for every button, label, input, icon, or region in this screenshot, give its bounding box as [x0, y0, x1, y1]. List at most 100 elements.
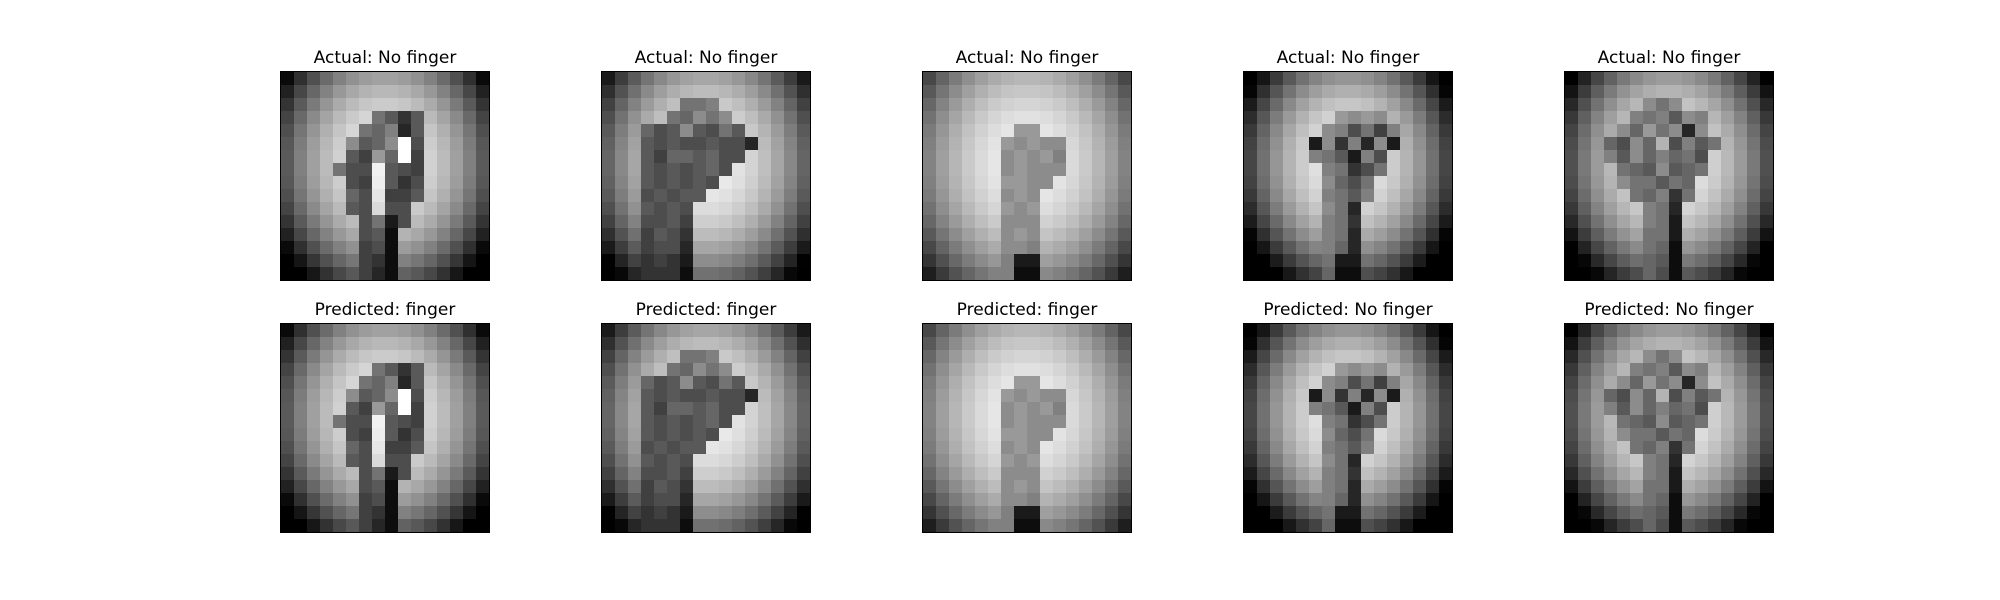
pixel-cell — [1244, 480, 1258, 494]
pixel-cell — [962, 241, 976, 255]
pixel-cell — [654, 376, 668, 390]
pixel-cell — [463, 202, 477, 216]
pixel-cell — [1669, 402, 1683, 416]
pixel-cell — [1040, 350, 1054, 364]
pixel-cell — [411, 228, 425, 242]
pixel-cell — [962, 189, 976, 203]
pixel-cell — [294, 163, 308, 177]
pixel-cell — [706, 254, 720, 268]
pixel-cell — [1348, 363, 1362, 377]
pixel-cell — [706, 150, 720, 164]
pixel-cell — [1413, 137, 1427, 151]
pixel-cell — [949, 493, 963, 507]
pixel-cell — [667, 337, 681, 351]
pixel-cell — [1721, 72, 1735, 86]
pixel-cell — [745, 441, 759, 455]
pixel-cell — [1092, 202, 1106, 216]
pixel-cell — [1001, 163, 1015, 177]
pixel-cell — [476, 137, 489, 151]
pixel-cell — [1591, 480, 1605, 494]
pixel-cell — [320, 363, 334, 377]
pixel-cell — [797, 402, 810, 416]
pixel-cell — [680, 350, 694, 364]
pixel-cell — [1014, 85, 1028, 99]
pixel-cell — [307, 389, 321, 403]
pixel-cell — [1066, 202, 1080, 216]
pixel-cell — [602, 150, 616, 164]
pixel-cell — [281, 428, 295, 442]
pixel-cell — [1656, 428, 1670, 442]
pixel-cell — [346, 415, 360, 429]
pixel-cell — [1426, 85, 1440, 99]
pixel-cell — [923, 215, 937, 229]
pixel-cell — [667, 402, 681, 416]
pixel-cell — [719, 350, 733, 364]
pixel-cell — [294, 215, 308, 229]
pixel-cell — [1400, 189, 1414, 203]
pixel-cell — [975, 267, 989, 280]
pixel-cell — [281, 376, 295, 390]
pixel-cell — [1578, 137, 1592, 151]
pixel-cell — [1361, 111, 1375, 125]
pixel-cell — [988, 150, 1002, 164]
pixel-cell — [1040, 189, 1054, 203]
pixel-cell — [1708, 493, 1722, 507]
pixel-cell — [615, 415, 629, 429]
pixel-cell — [628, 467, 642, 481]
pixel-cell — [706, 124, 720, 138]
pixel-cell — [988, 267, 1002, 280]
pixel-cell — [1439, 324, 1452, 338]
pixel-cell — [1643, 337, 1657, 351]
pixel-cell — [1309, 176, 1323, 190]
pixel-cell — [1309, 72, 1323, 86]
pixel-cell — [1053, 415, 1067, 429]
pixel-cell — [385, 189, 399, 203]
pixel-cell — [333, 402, 347, 416]
pixel-cell — [1092, 480, 1106, 494]
pixel-cell — [1682, 337, 1696, 351]
pixel-cell — [1027, 324, 1041, 338]
pixel-cell — [1400, 389, 1414, 403]
pixel-cell — [1283, 337, 1297, 351]
pixel-cell — [385, 389, 399, 403]
pixel-cell — [320, 428, 334, 442]
pixel-cell — [1669, 324, 1683, 338]
pixel-cell — [1322, 254, 1336, 268]
pixel-cell — [1565, 415, 1579, 429]
pixel-cell — [294, 454, 308, 468]
pixel-cell — [1747, 189, 1761, 203]
pixel-cell — [771, 350, 785, 364]
pixel-cell — [1001, 176, 1015, 190]
pixel-cell — [1656, 72, 1670, 86]
pixel-cell — [1270, 519, 1284, 532]
pixel-cell — [975, 454, 989, 468]
pixel-cell — [1413, 124, 1427, 138]
pixel-cell — [333, 376, 347, 390]
pixel-cell — [745, 428, 759, 442]
pixel-cell — [411, 241, 425, 255]
pixel-cell — [667, 85, 681, 99]
pixel-cell — [1027, 150, 1041, 164]
pixel-cell — [745, 389, 759, 403]
pixel-cell — [281, 324, 295, 338]
pixel-cell — [1413, 493, 1427, 507]
pixel-cell — [988, 72, 1002, 86]
pixel-cell — [797, 202, 810, 216]
pixel-cell — [1066, 254, 1080, 268]
pixel-cell — [1118, 150, 1131, 164]
pixel-cell — [320, 124, 334, 138]
pixel-cell — [307, 493, 321, 507]
pixel-cell — [949, 454, 963, 468]
pixel-cell — [1027, 202, 1041, 216]
pixel-cell — [1361, 519, 1375, 532]
pixel-cell — [372, 137, 386, 151]
pixel-cell — [693, 441, 707, 455]
pixel-cell — [437, 72, 451, 86]
pixel-cell — [1721, 324, 1735, 338]
pixel-cell — [1682, 254, 1696, 268]
pixel-cell — [628, 363, 642, 377]
pixel-cell — [1040, 85, 1054, 99]
pixel-cell — [1565, 480, 1579, 494]
pixel-cell — [615, 111, 629, 125]
pixel-cell — [1014, 202, 1028, 216]
